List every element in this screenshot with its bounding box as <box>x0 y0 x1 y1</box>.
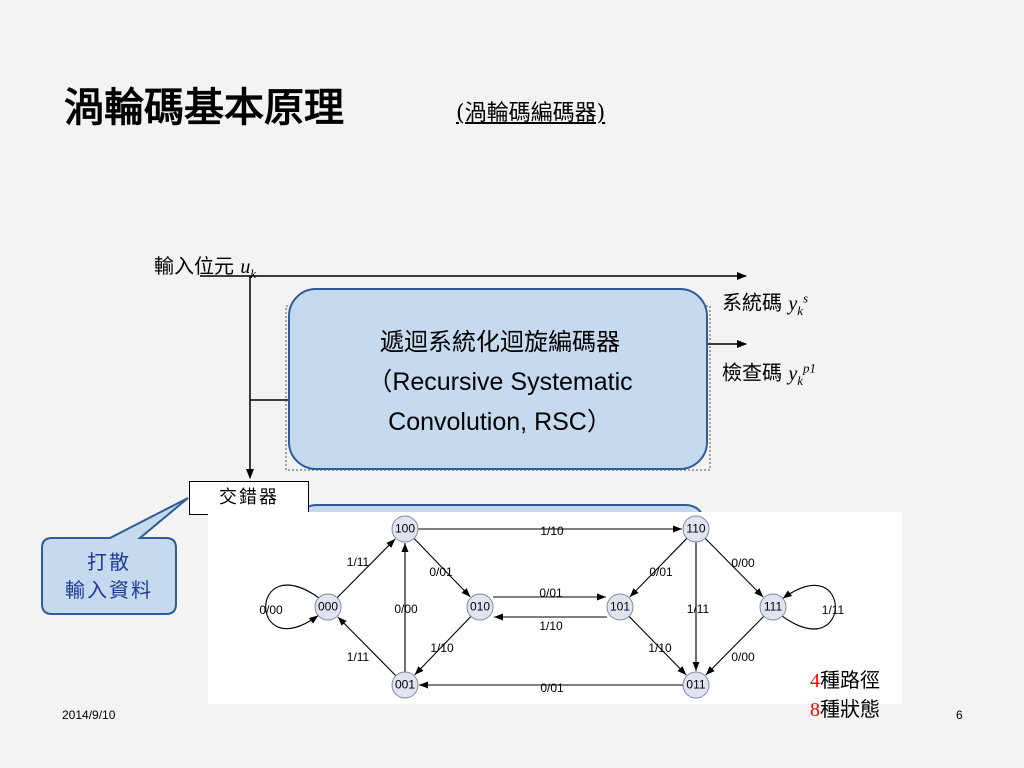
systematic-symbol: y <box>788 292 798 315</box>
state-node-101: 101 <box>606 593 634 621</box>
state-label-001: 001 <box>395 678 415 692</box>
transition-label-001-to-000: 1/11 <box>347 650 370 664</box>
systematic-code-label: 系統碼 yks <box>722 286 808 323</box>
state-circle-011 <box>682 671 710 699</box>
note-paths-text: 種路徑 <box>820 668 880 692</box>
transition-label-111-to-111: 1/11 <box>822 603 845 617</box>
state-node-000: 000 <box>314 593 342 621</box>
state-label-000: 000 <box>318 600 338 614</box>
slide-date: 2014/9/10 <box>62 708 116 722</box>
transition-label-000-to-100: 1/11 <box>347 555 370 569</box>
rsc-line1: 遞迴系統化迴旋編碼器 <box>380 328 620 356</box>
parity-code-label: 檢查碼 ykp1 <box>722 356 816 393</box>
callout-line1: 打散 <box>87 550 131 574</box>
transition-label-110-to-011: 1/11 <box>687 602 710 616</box>
transition-110-to-111 <box>704 537 764 598</box>
transition-label-111-to-011: 0/00 <box>731 650 755 664</box>
state-nodes: 000 001 010 011 100 101 110 111 <box>314 515 787 699</box>
input-bit-label: 輸入位元 uk <box>154 254 256 286</box>
systematic-text: 系統碼 <box>722 290 782 315</box>
transition-label-001-to-100: 0/00 <box>394 602 418 616</box>
state-node-110: 110 <box>682 515 710 543</box>
callout-text: 打散 輸入資料 <box>42 548 176 604</box>
state-label-101: 101 <box>610 600 630 614</box>
note-states-number: 8 <box>810 699 820 721</box>
transition-label-000-to-000: 0/00 <box>259 603 283 617</box>
state-circle-101 <box>606 593 634 621</box>
state-transitions: 0/00 1/11 1/11 0/00 1/10 0/01 0/01 1/10 1/10 0/01… <box>259 524 844 695</box>
input-symbol: u <box>240 256 251 278</box>
state-diagram: 0/00 1/11 1/11 0/00 1/10 0/01 0/01 1/10 1/10 0/01… <box>259 515 845 699</box>
slide-number: 6 <box>956 708 963 722</box>
parity-text: 檢查碼 <box>722 360 782 385</box>
state-node-001: 001 <box>391 671 419 699</box>
rsc-encoder-label: 遞迴系統化迴旋編碼器 （Recursive Systematic Convolu… <box>300 322 700 442</box>
state-label-010: 010 <box>470 600 490 614</box>
state-label-110: 110 <box>686 522 705 536</box>
state-circle-010 <box>466 593 494 621</box>
input-subscript: k <box>250 266 257 281</box>
state-circle-111 <box>759 593 787 621</box>
systematic-subscript: k <box>797 302 804 318</box>
state-label-100: 100 <box>395 522 415 536</box>
transition-111-to-011 <box>705 615 765 676</box>
state-diagram-panel: 0/00 1/11 1/11 0/00 1/10 0/01 0/01 1/10 1/10 0/01… <box>208 512 902 704</box>
note-states: 8種狀態 <box>810 695 880 724</box>
transition-101-to-011 <box>628 615 687 676</box>
state-node-010: 010 <box>466 593 494 621</box>
state-label-011: 011 <box>686 678 705 692</box>
transition-label-010-to-101: 0/01 <box>539 586 563 600</box>
page-subtitle: (渦輪碼編碼器) <box>456 101 606 126</box>
transition-label-110-to-111: 0/00 <box>731 556 755 570</box>
note-states-text: 種狀態 <box>820 697 880 721</box>
note-paths: 4種路徑 <box>810 666 880 695</box>
state-circle-100 <box>391 515 419 543</box>
rsc-line3: Convolution, RSC） <box>388 408 612 436</box>
transition-label-100-to-110: 1/10 <box>540 524 564 538</box>
transition-111-to-111 <box>781 584 836 630</box>
rsc-encoder-box <box>288 288 708 470</box>
transition-label-100-to-010: 0/01 <box>429 565 453 579</box>
page-title: 渦輪碼基本原理 <box>64 84 344 131</box>
parity-subscript: k <box>797 372 804 388</box>
state-node-011: 011 <box>682 671 710 699</box>
transition-000-to-000 <box>265 584 320 630</box>
parity-symbol: y <box>788 362 798 385</box>
state-node-111: 111 <box>759 593 787 621</box>
state-circle-001 <box>391 671 419 699</box>
parity-superscript: p1 <box>803 360 817 375</box>
callout-line2: 輸入資料 <box>65 578 153 602</box>
transition-label-011-to-001: 0/01 <box>540 681 564 695</box>
note-paths-number: 4 <box>810 670 820 692</box>
state-circle-110 <box>682 515 710 543</box>
systematic-superscript: s <box>803 290 809 305</box>
state-circle-000 <box>314 593 342 621</box>
state-count-note: 4種路徑 8種狀態 <box>810 666 880 724</box>
state-node-100: 100 <box>391 515 419 543</box>
transition-100-to-010 <box>413 537 471 598</box>
transition-label-101-to-011: 1/10 <box>648 641 672 655</box>
input-bit-text: 輸入位元 <box>154 254 234 278</box>
transition-label-101-to-010: 1/10 <box>539 619 563 633</box>
transition-000-to-100 <box>336 538 396 599</box>
state-label-111: 111 <box>764 600 783 614</box>
transition-010-to-001 <box>414 615 472 676</box>
transition-label-010-to-001: 1/10 <box>430 641 454 655</box>
transition-110-to-101 <box>629 537 688 598</box>
transition-label-110-to-101: 0/01 <box>649 565 673 579</box>
rsc-line2: （Recursive Systematic <box>367 368 633 396</box>
transition-001-to-000 <box>337 616 397 677</box>
